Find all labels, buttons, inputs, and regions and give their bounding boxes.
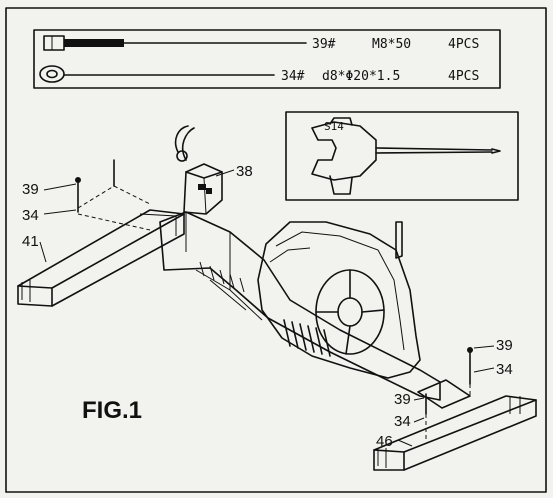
callout-34-rear-lower: 34 [394,413,411,430]
main-frame [159,211,441,401]
handlebar-post [174,125,223,215]
callout-34-front-left: 34 [22,207,39,224]
hardware-34-qty: 4PCS [448,69,479,84]
callout-leaders [39,169,495,447]
hardware-39-part-no: 39# [312,37,336,52]
callout-46: 46 [376,433,393,450]
hardware-39-spec: M8*50 [372,37,411,52]
callout-39-rear-lower: 39 [394,391,411,408]
figure-label: FIG.1 [82,397,142,424]
front-left-bolt [75,159,151,231]
hardware-39-qty: 4PCS [448,37,479,52]
bolt-icon [43,35,307,51]
rear-right-bolt [467,347,473,398]
callout-39-front-left: 39 [22,181,39,198]
callout-38: 38 [236,163,253,180]
front-stabilizer [17,209,185,307]
callout-39-rear-right: 39 [496,337,513,354]
flywheel-shroud [257,221,421,379]
callout-41: 41 [22,233,39,250]
hardware-box: 39# M8*50 4PCS 34# d8*Φ20*1.5 4PCS [33,29,501,89]
wrench-box: S14 [285,111,519,201]
hardware-34-part-no: 34# [281,69,305,84]
wrench-size-label: S14 [324,120,344,133]
wrench-icon [311,117,501,195]
hardware-34-spec: d8*Φ20*1.5 [322,69,400,84]
rear-stabilizer [373,379,537,471]
callout-34-rear-right: 34 [496,361,513,378]
outer-frame [5,7,547,493]
washer-icon [39,65,275,83]
